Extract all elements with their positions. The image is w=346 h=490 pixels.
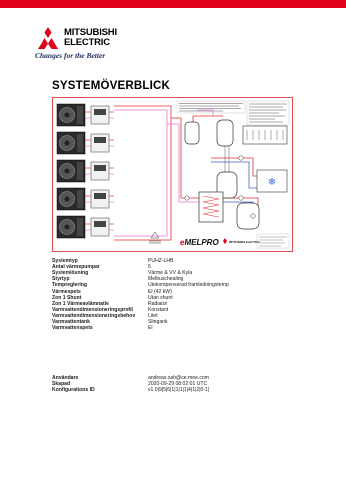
small-brand-name: MITSUBISHI ELECTRIC bbox=[229, 240, 260, 244]
summary-row: Systemlösning Värme & VV & Kyla bbox=[52, 270, 229, 276]
summary-row: Varmvattendimensioneringsbehov Litet bbox=[52, 313, 229, 319]
three-diamonds-icon bbox=[38, 27, 58, 49]
summary-row-label: Styrtyp bbox=[52, 276, 70, 283]
meta-row: Konfigurations ID v1.0|9|5|6|1|1|1|1|4|1|… bbox=[52, 387, 209, 393]
outdoor-unit bbox=[56, 215, 114, 239]
small-diamond-icon bbox=[223, 238, 227, 244]
meta-row-value: 2020-09-29 08:02:01 UTC bbox=[148, 381, 208, 388]
summary-row: Varmvattendimensioneringsprofil Konstant bbox=[52, 307, 229, 313]
summary-row-label: Systemtyp bbox=[52, 258, 78, 265]
summary-row-label: Antal värmepumpar bbox=[52, 264, 100, 271]
summary-row: Tempreglering Utekompenserad framlednings… bbox=[52, 282, 229, 288]
water-inlet-icon bbox=[149, 231, 161, 244]
summary-row-value: Melbuschealing bbox=[148, 276, 184, 283]
summary-row-value: El bbox=[148, 325, 153, 332]
summary-row-label: Värmespets bbox=[52, 288, 81, 295]
summary-row-label: Tempreglering bbox=[52, 282, 88, 289]
summary-row-value: Slingank bbox=[148, 318, 168, 325]
summary-row: Varmvattentank Slingank bbox=[52, 319, 229, 325]
system-diagram: ❄ eMELPRO MITSUBISHI ELECTRIC bbox=[52, 97, 293, 252]
top-brand-bar bbox=[0, 0, 346, 8]
summary-row: Styrtyp Melbuschealing bbox=[52, 276, 229, 282]
summary-row: Zon 1 Shunt Utan shunt bbox=[52, 295, 229, 301]
summary-row-value: El (42 kW) bbox=[148, 288, 172, 295]
summary-row-label: Zon 1 Värmeavlämnatle bbox=[52, 300, 109, 307]
melpro-logo: eMELPRO bbox=[180, 238, 219, 247]
snowflake-icon: ❄ bbox=[268, 177, 276, 188]
pumps bbox=[184, 155, 256, 219]
meta-row: Skapad 2020-09-29 08:02:01 UTC bbox=[52, 381, 209, 387]
meta-row-value: andreas.sah@ce.mee.com bbox=[148, 375, 209, 382]
summary-row-value: Radiator bbox=[148, 300, 168, 307]
summary-row-label: Varmvattentank bbox=[52, 318, 90, 325]
outdoor-unit bbox=[56, 159, 114, 183]
summary-row-value: PUHZ-LHB bbox=[148, 258, 174, 265]
diagram-notes bbox=[176, 100, 290, 126]
summary-row: Systemtyp PUHZ-LHB bbox=[52, 258, 229, 264]
brand-name: MITSUBISHI ELECTRIC bbox=[64, 28, 154, 48]
page-title: SYSTEMÖVERBLICK bbox=[52, 80, 171, 92]
tanks bbox=[184, 119, 260, 230]
summary-row-label: Varmvattenspets bbox=[52, 325, 93, 332]
outdoor-unit bbox=[56, 187, 114, 211]
summary-row-value: Värme & VV & Kyla bbox=[148, 270, 193, 277]
meta-row-value: v1.0|9|5|6|1|1|1|1|4|1|2|0-1| bbox=[148, 387, 210, 394]
summary-row-value: Litet bbox=[148, 312, 158, 319]
summary-row: Zon 1 Värmeavlämnatle Radiator bbox=[52, 301, 229, 307]
meta-row: Användare andreas.sah@ce.mee.com bbox=[52, 375, 209, 381]
diagram-footer: eMELPRO MITSUBISHI ELECTRIC bbox=[180, 233, 290, 249]
summary-row-value: Konstant bbox=[148, 306, 169, 313]
meta-row-label: Skapad bbox=[52, 381, 71, 388]
summary-row-label: Varmvattendimensioneringsbehov bbox=[52, 312, 136, 319]
outdoor-unit bbox=[56, 131, 114, 155]
meta-row-label: Konfigurations ID bbox=[52, 387, 95, 394]
summary-row: Värmespets El (42 kW) bbox=[52, 288, 229, 295]
system-schematic: ❄ eMELPRO MITSUBISHI ELECTRIC bbox=[56, 100, 290, 249]
summary-row-value: Utan shunt bbox=[148, 294, 173, 301]
brand-tagline: Changes for the Better bbox=[35, 51, 106, 60]
summary-row: Antal värmepumpar 5 bbox=[52, 264, 229, 270]
summary-row-label: Systemlösning bbox=[52, 270, 89, 277]
heat-coil bbox=[202, 195, 220, 218]
summary-row-label: Zon 1 Shunt bbox=[52, 294, 82, 301]
summary-row: Varmvattenspets El bbox=[52, 325, 229, 331]
brand-name-line2: ELECTRIC bbox=[64, 37, 110, 48]
summary-row-value: Utekompenserad framledningstemp bbox=[148, 282, 229, 289]
summary-row-value: 5 bbox=[148, 264, 151, 271]
meta-row-label: Användare bbox=[52, 375, 79, 382]
outdoor-unit bbox=[56, 103, 114, 127]
summary-row-label: Varmvattendimensioneringsprofil bbox=[52, 306, 133, 313]
brand-name-line1: MITSUBISHI bbox=[64, 27, 117, 38]
